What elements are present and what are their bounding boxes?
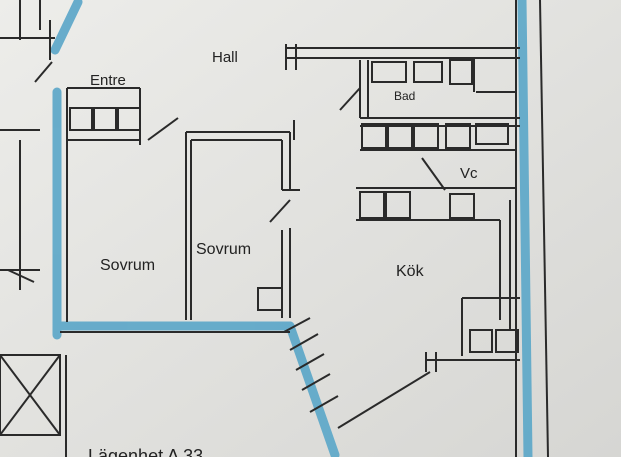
highlighted-walls — [50, 0, 533, 457]
room-labels: Hall Entre Bad Vc Sovrum Sovrum Kök Läge… — [88, 49, 478, 457]
label-bad: Bad — [394, 89, 415, 103]
wall-right-vertical — [517, 0, 533, 457]
ink-walls — [0, 0, 549, 457]
label-kok: Kök — [396, 263, 425, 280]
label-sovrum-left: Sovrum — [100, 257, 155, 274]
label-sovrum-right: Sovrum — [196, 241, 251, 258]
label-entre: Entre — [90, 72, 126, 89]
label-hall: Hall — [212, 49, 238, 66]
wall-top-left-diagonal — [50, 0, 83, 55]
wall-diagonal-bottom — [285, 321, 340, 457]
label-vc: Vc — [460, 165, 478, 182]
footer-caption: Lägenhet A 33 — [88, 446, 203, 457]
